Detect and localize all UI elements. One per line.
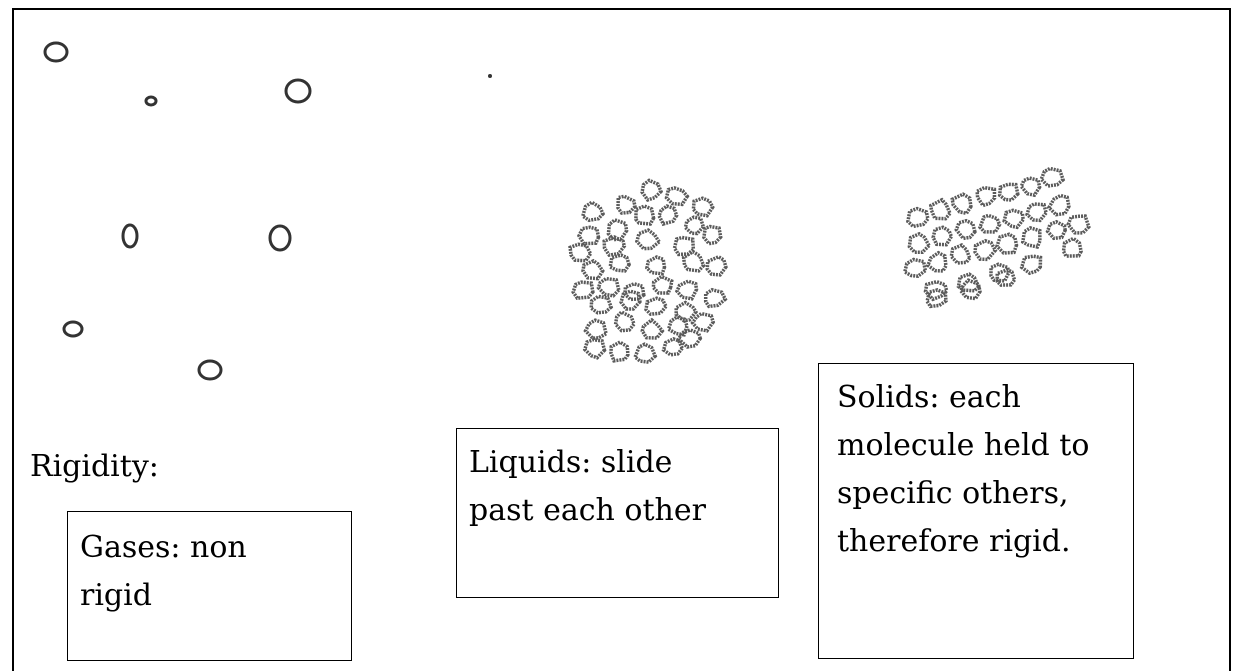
molecule <box>705 254 728 277</box>
molecule <box>702 224 723 246</box>
molecule <box>997 182 1020 202</box>
molecule <box>975 185 997 208</box>
molecule <box>928 197 953 221</box>
molecule <box>949 243 972 265</box>
molecule <box>1019 176 1042 198</box>
gas-molecule <box>121 223 139 249</box>
molecule <box>602 235 627 258</box>
molecule <box>623 281 646 302</box>
gas-molecules <box>43 41 312 381</box>
molecule <box>657 204 679 227</box>
gas-molecule <box>144 95 158 107</box>
molecule <box>644 255 667 276</box>
molecule <box>691 196 715 218</box>
molecule <box>1039 166 1066 188</box>
molecule <box>632 342 658 364</box>
molecule <box>571 280 595 301</box>
molecule <box>1020 225 1042 250</box>
molecule <box>644 296 669 317</box>
gases-line-2: rigid <box>80 578 152 613</box>
solids-box: Solids: each molecule held to specific o… <box>818 363 1134 659</box>
molecule <box>583 318 609 340</box>
molecule <box>958 278 982 301</box>
molecule <box>1066 214 1091 235</box>
molecule <box>640 178 664 202</box>
gases-box: Gases: non rigid <box>67 511 352 661</box>
molecule <box>651 274 674 295</box>
molecule <box>1046 193 1071 217</box>
molecule <box>931 225 954 247</box>
molecule <box>596 276 621 298</box>
molecule <box>995 232 1019 255</box>
molecule <box>674 279 699 301</box>
molecule <box>613 309 636 333</box>
molecule <box>609 340 630 363</box>
molecule <box>923 279 949 302</box>
molecule <box>676 328 703 349</box>
solids-line-2: molecule held to <box>837 428 1090 463</box>
liquid-molecules <box>568 178 728 364</box>
liquids-box: Liquids: slide past each other <box>456 428 779 598</box>
molecule <box>954 218 977 241</box>
molecule <box>977 213 1002 234</box>
molecule <box>577 225 601 246</box>
molecule <box>580 200 606 223</box>
molecule <box>1025 202 1049 223</box>
gas-molecule <box>197 359 223 381</box>
solid-molecules <box>902 166 1091 309</box>
molecule <box>1019 254 1043 276</box>
molecule <box>683 215 706 236</box>
gas-molecule <box>268 224 292 252</box>
molecule <box>672 235 696 257</box>
molecule <box>902 257 928 279</box>
molecule <box>690 311 716 333</box>
molecule <box>989 262 1011 283</box>
solids-line-1: Solids: each <box>837 380 1021 415</box>
molecule <box>1002 208 1026 230</box>
molecule <box>925 288 948 309</box>
molecule <box>616 194 637 215</box>
molecule <box>906 206 930 229</box>
gas-molecule <box>62 320 84 338</box>
molecule <box>674 300 699 323</box>
molecule <box>681 249 706 273</box>
solids-line-3: specific others, <box>837 476 1069 511</box>
molecule <box>925 250 948 273</box>
molecule <box>619 289 642 311</box>
molecule <box>661 337 685 357</box>
molecule <box>634 228 662 251</box>
molecule <box>608 253 632 273</box>
molecule <box>703 287 728 309</box>
molecule <box>956 272 981 293</box>
diagram-frame <box>12 8 1231 671</box>
molecule <box>1045 219 1068 241</box>
molecule <box>634 204 656 226</box>
molecule <box>606 217 629 242</box>
liquids-line-1: Liquids: slide <box>469 445 673 480</box>
gases-line-1: Gases: non <box>80 530 247 565</box>
molecule <box>666 315 689 337</box>
molecule <box>907 231 932 255</box>
liquids-line-2: past each other <box>469 493 706 528</box>
molecule <box>1061 236 1083 258</box>
molecule <box>568 242 593 263</box>
dot <box>488 74 492 78</box>
molecule <box>664 186 690 207</box>
molecule <box>640 317 665 340</box>
molecule <box>582 337 607 360</box>
gas-molecule <box>43 41 69 63</box>
molecule <box>995 267 1017 287</box>
rigidity-heading: Rigidity: <box>30 449 159 484</box>
gas-molecule <box>284 78 312 104</box>
molecule <box>581 258 605 281</box>
molecule <box>950 192 973 216</box>
molecule <box>973 238 998 262</box>
solids-line-4: therefore rigid. <box>837 524 1071 559</box>
molecule <box>589 294 614 315</box>
